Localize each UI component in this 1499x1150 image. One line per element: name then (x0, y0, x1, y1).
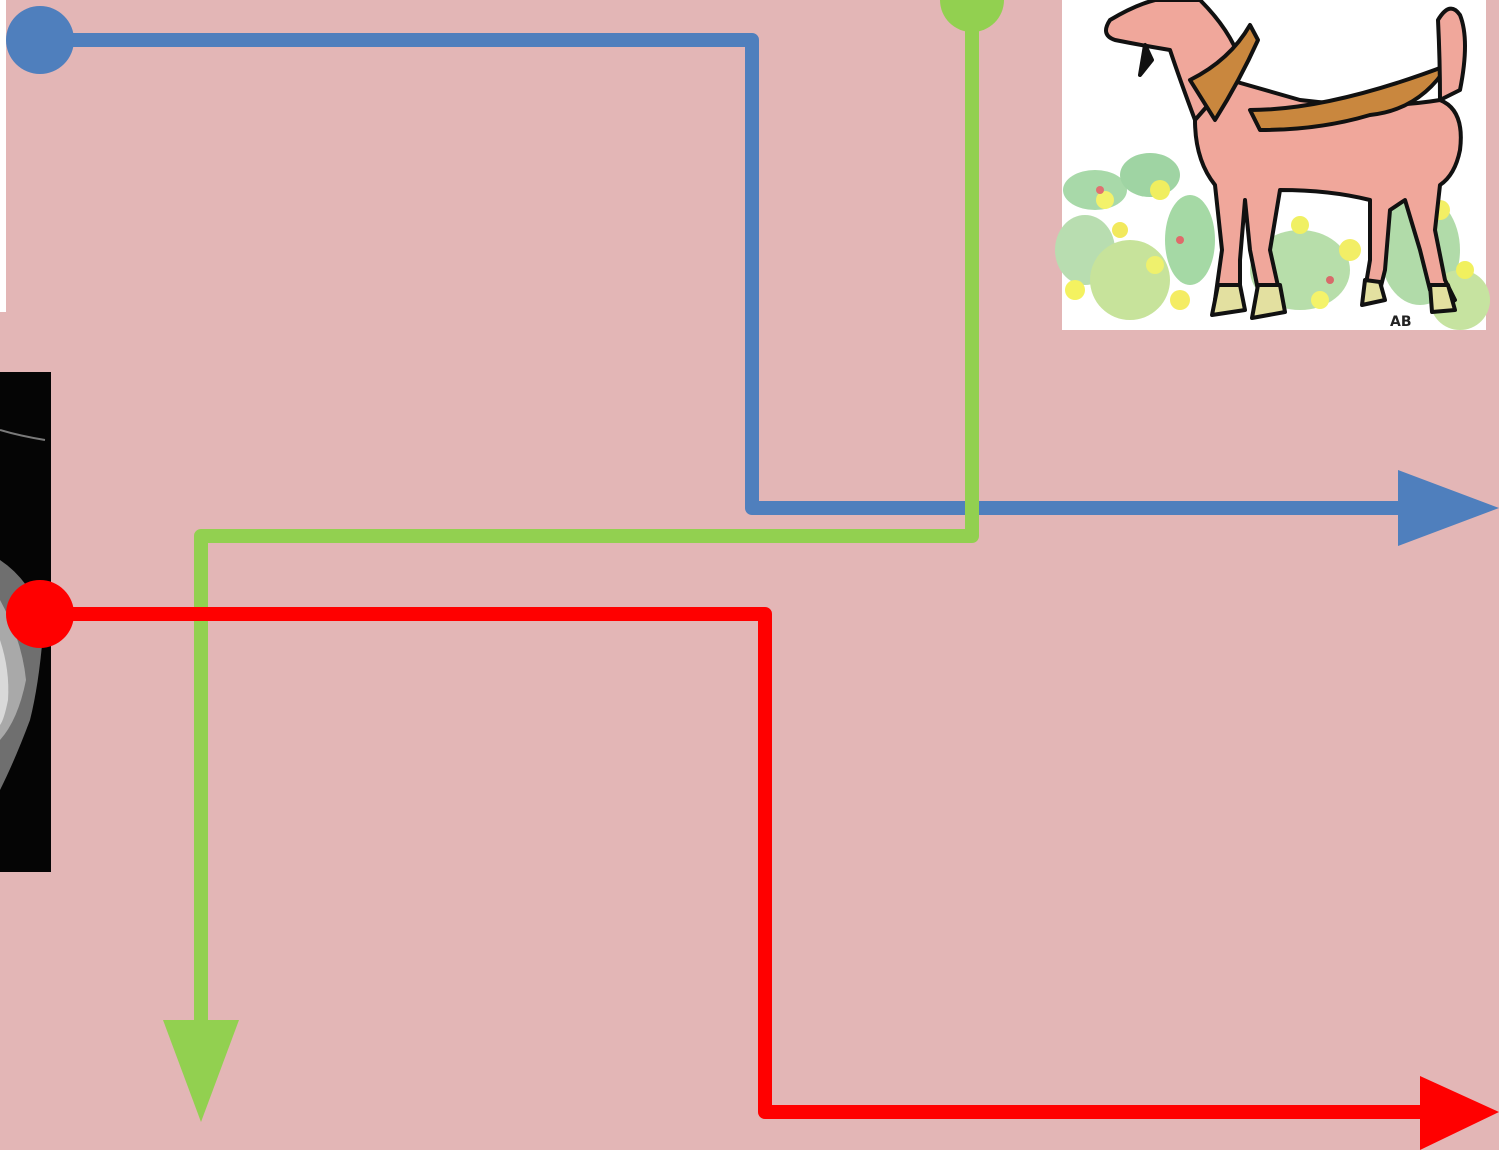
goat-illustration: AB (1055, 0, 1490, 330)
red-start-node (6, 580, 74, 648)
white-panel-partial (0, 0, 6, 312)
artist-signature: AB (1390, 314, 1412, 330)
blue-start-node (6, 6, 74, 74)
